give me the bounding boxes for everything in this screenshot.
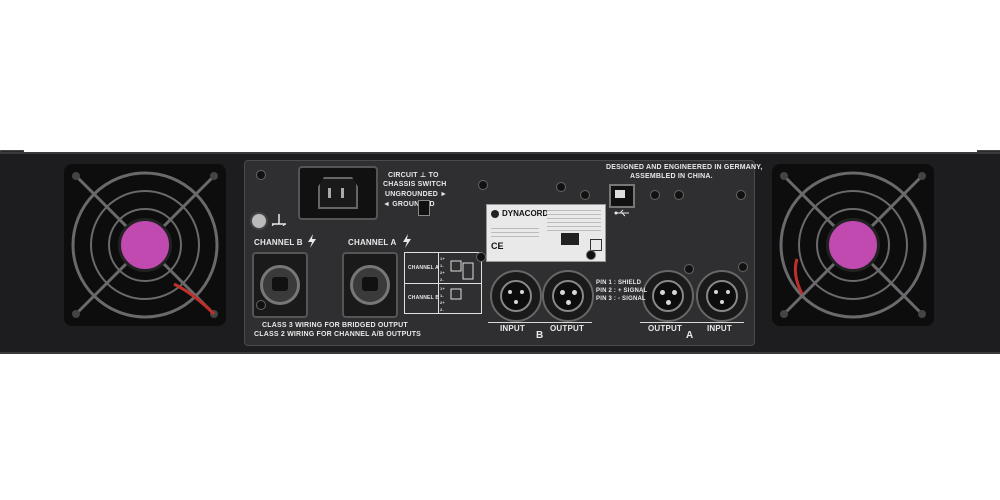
class3-wiring-label: CLASS 3 WIRING FOR BRIDGED OUTPUT (262, 322, 408, 329)
pin2-label: PIN 2 : + SIGNAL (596, 288, 648, 294)
power-inlet[interactable] (298, 166, 378, 220)
ground-icon (271, 214, 286, 226)
input-a-label: INPUT (707, 324, 732, 333)
panel-screw (580, 190, 590, 200)
pin1-label: PIN 1 : SHIELD (596, 280, 642, 286)
channel-a-letter: A (686, 330, 694, 341)
panel-screw (476, 252, 486, 262)
left-cooling-fan (64, 164, 226, 326)
class2-wiring-label: CLASS 2 WIRING FOR CHANNEL A/B OUTPUTS (254, 331, 422, 338)
table-row: 1- (440, 293, 444, 298)
lightning-icon (403, 234, 411, 248)
xlr-input-a[interactable] (696, 270, 748, 322)
table-channel-a-label: CHANNEL A (408, 265, 439, 271)
panel-screw (650, 190, 660, 200)
iec-socket (318, 177, 358, 209)
channel-a-bracket-line (640, 322, 744, 323)
output-b-label: OUTPUT (550, 324, 585, 333)
channel-a-label: CHANNEL A (348, 238, 397, 247)
panel-screw (684, 264, 694, 274)
lightning-icon (308, 234, 316, 248)
panel-screw (478, 180, 488, 190)
ground-terminal[interactable] (250, 212, 268, 230)
circuit-label-line1: CIRCUIT ⊥ TO (388, 172, 439, 179)
panel-screw (738, 262, 748, 272)
designed-label-line2: ASSEMBLED IN CHINA. (630, 173, 713, 180)
channel-b-label: CHANNEL B (254, 238, 303, 247)
xlr-output-b[interactable] (542, 270, 594, 322)
panel-screw (674, 190, 684, 200)
speakon-output-channel-a[interactable] (342, 252, 398, 318)
ground-lift-switch[interactable] (418, 200, 430, 216)
panel-screw (256, 170, 266, 180)
output-a-label: OUTPUT (648, 324, 683, 333)
table-row: 2+ (440, 300, 445, 305)
qr-code-icon (561, 233, 579, 245)
right-cooling-fan (772, 164, 934, 326)
usb-port[interactable] (609, 184, 635, 208)
table-row: 2+ (440, 270, 445, 275)
circuit-grounded-label: ◄ GROUNDED (383, 201, 435, 208)
ce-mark: CE (491, 241, 504, 251)
panel-screw (556, 182, 566, 192)
panel-screw (736, 190, 746, 200)
channel-b-bracket-line (488, 322, 592, 323)
wiring-diagram-table: CHANNEL A CHANNEL B 1+ 1- 2+ 2- 1+ 1- 2+… (404, 252, 482, 314)
wiring-symbol-icon (450, 260, 474, 300)
table-row: 1+ (440, 256, 445, 261)
circuit-label-line2: CHASSIS SWITCH (383, 181, 447, 188)
channel-b-letter: B (536, 330, 544, 341)
table-row: 2- (440, 307, 444, 312)
xlr-output-a[interactable] (642, 270, 694, 322)
xlr-input-b[interactable] (490, 270, 542, 322)
brand-name: DYNACORD (502, 209, 549, 218)
pin3-label: PIN 3 : - SIGNAL (596, 296, 646, 302)
input-b-label: INPUT (500, 324, 525, 333)
usb-icon (614, 209, 629, 217)
fan-hub-label (826, 218, 880, 272)
designed-label-line1: DESIGNED AND ENGINEERED IN GERMANY, (606, 164, 763, 171)
panel-screw (256, 300, 266, 310)
label-fine-print (547, 209, 601, 231)
table-row: 1- (440, 263, 444, 268)
table-channel-b-label: CHANNEL B (408, 295, 440, 301)
panel-screw (586, 250, 596, 260)
circuit-ungrounded-label: UNGROUNDED ► (385, 191, 448, 198)
table-row: 2- (440, 277, 444, 282)
fan-hub-label (118, 218, 172, 272)
brand-logo-icon (491, 210, 499, 218)
weee-bin-icon (590, 239, 602, 251)
table-row: 1+ (440, 286, 445, 291)
